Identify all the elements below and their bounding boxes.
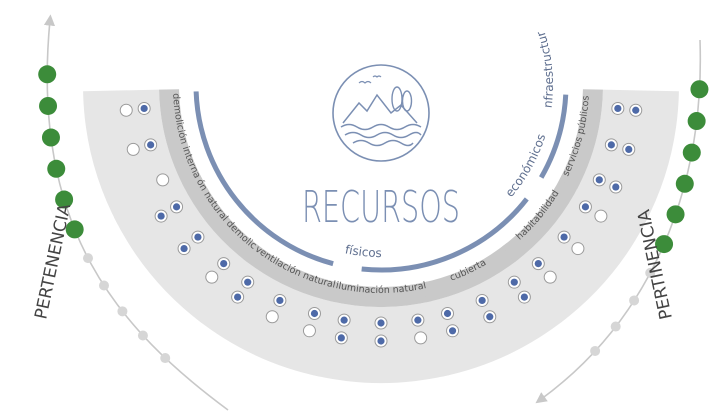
rating-dot-fill: [632, 106, 640, 114]
rating-dot-fill: [220, 260, 228, 268]
segment-panel-servicios-publicos: [577, 89, 679, 225]
right-scale-dot: [610, 321, 621, 332]
segment-band-servicios-publicos: [559, 89, 603, 190]
segment-band-demolicion-natural: [182, 174, 260, 263]
segment-panel-ventilacion-natural: [195, 258, 336, 377]
rating-dot: [594, 209, 608, 223]
rating-dot-fill: [510, 278, 518, 286]
left-scale-dot-active: [38, 65, 57, 84]
left-scale-dot: [83, 253, 94, 264]
rating-dot-fill: [520, 293, 528, 301]
left-scale-dot: [137, 330, 148, 341]
arc-fisicos: [193, 91, 334, 267]
segment-band-cubierta: [422, 243, 520, 303]
right-scale-dot: [590, 345, 601, 356]
rating-dot-fill: [607, 141, 615, 149]
rating-dot-fill: [534, 260, 542, 268]
center-title: RECURSOS: [302, 182, 460, 233]
rating-dot: [265, 310, 279, 324]
left-scale-dot-active: [47, 159, 66, 178]
rating-dot: [156, 173, 170, 187]
segment-panel-demolicion-interna: [83, 89, 185, 225]
rating-dot-fill: [157, 212, 165, 220]
right-scale-dot-active: [687, 112, 706, 131]
outer-ring: [83, 89, 679, 383]
left-scale-dot-active: [55, 190, 74, 209]
segment-band-iluminacion-natural: [329, 281, 433, 307]
arc-label-economicos: económicos: [503, 132, 549, 200]
right-scale-dot-active: [655, 235, 674, 254]
left-scale-dot-active: [41, 128, 60, 147]
rating-dot: [119, 103, 133, 117]
right-scale-dot-active: [675, 174, 694, 193]
rating-dot-fill: [478, 296, 486, 305]
left-scale-label: PERTENENCIA: [31, 202, 75, 321]
rating-dot: [205, 270, 219, 284]
rating-dot-fill: [443, 309, 452, 318]
segment-label-iluminacion-natural: iluminación natural: [335, 280, 427, 296]
rating-dot-fill: [340, 316, 348, 324]
rating-dot: [543, 270, 557, 284]
rating-dot-fill: [614, 104, 622, 113]
rating-dot-fill: [581, 203, 590, 211]
right-scale-label: PERTINENCIA: [634, 207, 677, 321]
rating-dot-fill: [560, 233, 568, 241]
rating-dot-fill: [244, 278, 252, 286]
lake-landscape-icon: [332, 64, 430, 162]
rating-dot-fill: [276, 296, 284, 305]
left-scale-dot: [98, 280, 109, 291]
rating-dot-fill: [172, 203, 181, 211]
arc-economicos: [361, 197, 529, 273]
left-scale-dot: [160, 353, 171, 364]
right-scale-dot-active: [666, 205, 685, 224]
left-scale-dot-active: [39, 96, 58, 115]
arc-infraestructura: [539, 94, 569, 179]
category-arcs: físicoseconómicosinfraestructura: [0, 0, 569, 273]
segment-band-ventilacion-natural: [242, 243, 340, 303]
segment-band-demolicion-interna: [159, 89, 203, 190]
right-scale-dot-active: [690, 80, 709, 99]
rating-dot-fill: [486, 313, 494, 321]
rating-dot-fill: [234, 293, 242, 301]
rating-dot-fill: [337, 334, 345, 342]
left-scale-dot-active: [65, 220, 84, 239]
rating-dot: [302, 324, 316, 338]
rating-dot-fill: [448, 327, 457, 335]
side-scales: PERTENENCIA PERTINENCIA: [31, 14, 709, 411]
right-scale-dot: [645, 267, 656, 278]
rating-dot-fill: [377, 319, 385, 327]
rating-dot-fill: [194, 233, 202, 241]
rating-dot-fill: [140, 104, 148, 113]
rating-dot: [414, 331, 428, 345]
right-scale-dot: [629, 295, 640, 306]
rating-dot: [571, 242, 585, 256]
rating-dot-fill: [612, 183, 620, 191]
rating-dot-fill: [180, 244, 188, 253]
right-scale-dot-active: [682, 143, 701, 162]
rating-dot-fill: [310, 309, 319, 318]
rating-dot-fill: [414, 316, 422, 324]
rating-dot-fill: [377, 337, 385, 345]
rating-dots: [119, 101, 643, 348]
arc-label-fisicos: físicos: [344, 242, 382, 260]
rating-dot-fill: [595, 176, 603, 184]
segment-panel-cubierta: [426, 258, 567, 377]
left-scale-dot: [117, 306, 128, 317]
rating-dot-fill: [147, 141, 155, 149]
segment-band-habitabilidad: [502, 174, 580, 263]
rating-dot-fill: [625, 145, 633, 154]
rating-dot: [126, 142, 140, 156]
